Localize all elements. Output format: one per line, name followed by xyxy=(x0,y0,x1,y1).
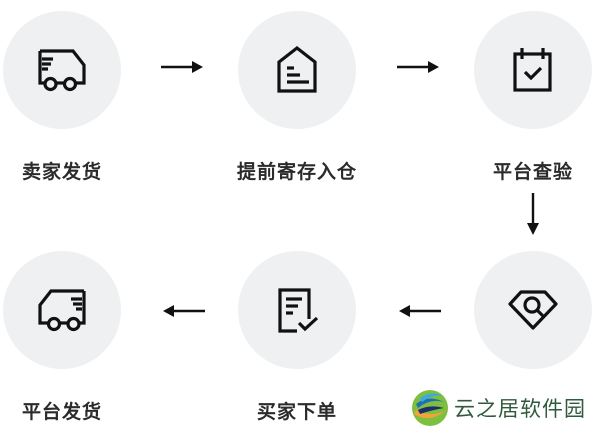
step-circle xyxy=(3,11,121,129)
diamond-search-icon xyxy=(508,290,558,330)
arrow-down xyxy=(526,192,540,236)
step-circle xyxy=(3,251,121,369)
step-authenticate xyxy=(463,251,600,397)
step-circle xyxy=(238,251,356,369)
step-circle xyxy=(474,11,592,129)
arrow-down-icon xyxy=(527,193,539,235)
truck-icon xyxy=(38,49,86,92)
step-platform-inspect: 平台查验 xyxy=(463,11,600,184)
arrow-left xyxy=(398,304,442,318)
step-pre-store: 提前寄存入仓 xyxy=(227,11,367,184)
watermark-text: 云之居软件园 xyxy=(454,397,586,421)
arrow-left-icon xyxy=(163,305,205,317)
step-label: 买家下单 xyxy=(256,401,337,423)
arrow-right-icon xyxy=(161,61,203,73)
arrow-right-icon xyxy=(397,61,439,73)
step-circle xyxy=(474,251,592,369)
step-seller-ship: 卖家发货 xyxy=(0,11,132,184)
arrow-left-icon xyxy=(399,305,441,317)
step-label: 平台查验 xyxy=(492,161,573,183)
step-platform-ship: 平台发货 xyxy=(0,251,132,424)
step-circle xyxy=(238,11,356,129)
step-label: 卖家发货 xyxy=(21,161,102,183)
step-label: 平台发货 xyxy=(21,401,102,423)
arrow-left xyxy=(162,304,206,318)
step-label: 提前寄存入仓 xyxy=(236,161,357,183)
warehouse-icon xyxy=(277,45,317,93)
calendar-check-icon xyxy=(513,48,552,92)
arrow-right xyxy=(396,60,440,74)
truck-icon xyxy=(38,289,86,332)
document-check-icon xyxy=(278,288,319,333)
arrow-right xyxy=(160,60,204,74)
swirl-logo-icon xyxy=(412,390,448,426)
step-buyer-order: 买家下单 xyxy=(227,251,367,424)
watermark: 云之居软件园 xyxy=(410,388,586,428)
